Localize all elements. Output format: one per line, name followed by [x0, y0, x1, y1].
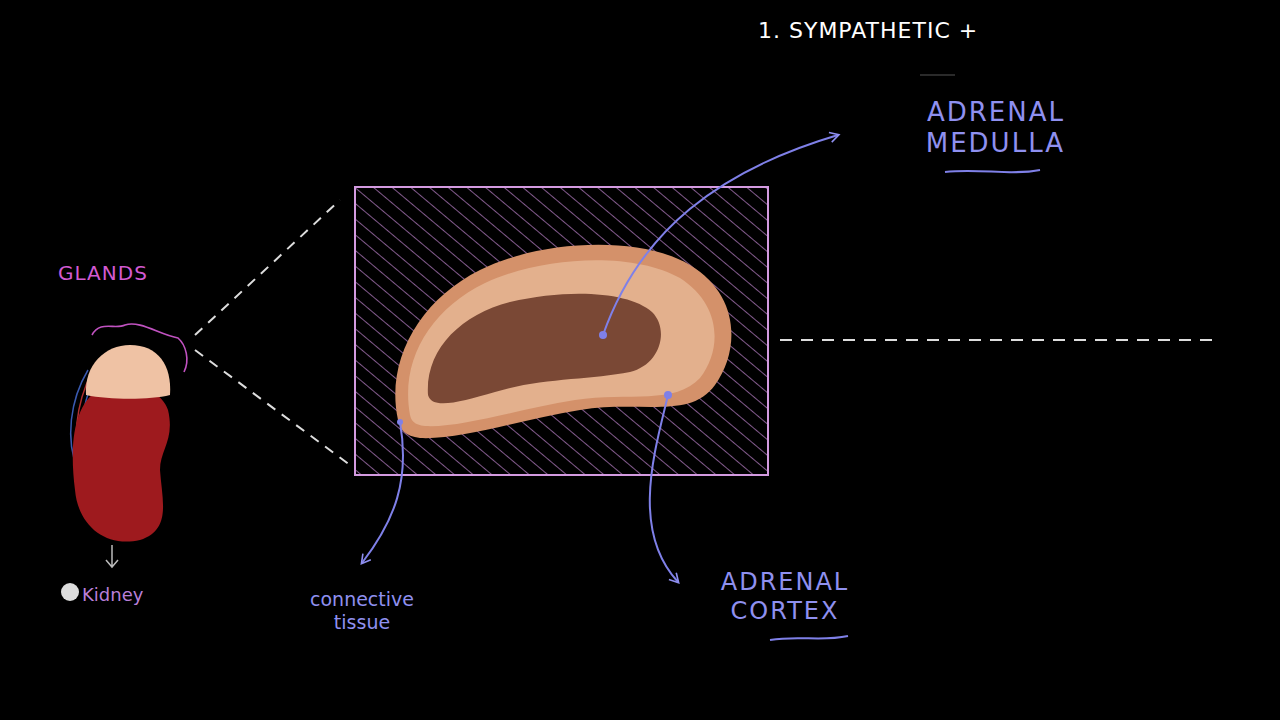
zoom-line: [195, 350, 350, 465]
connective-tissue-box: [355, 187, 768, 475]
label-text: connective tissue: [292, 588, 432, 634]
kidney-arrow: [106, 545, 118, 567]
divider-line: [780, 339, 1215, 341]
label-text: ADRENAL CORTEX: [700, 568, 870, 626]
adrenal-gland: [86, 345, 170, 399]
adrenal-outer: [395, 245, 731, 438]
leader-line: [650, 395, 678, 582]
label-text: GLANDS: [58, 261, 188, 285]
underline: [920, 75, 955, 76]
adrenal-cortex: [408, 260, 715, 426]
label-text: 1. SYMPATHETIC +: [758, 18, 1018, 44]
underline: [945, 170, 1040, 172]
zoom-line: [195, 200, 340, 335]
gland-bracket: [92, 324, 187, 372]
adrenal-medulla: [428, 294, 661, 404]
label-text: ADRENAL MEDULLA: [860, 97, 1065, 159]
leader-line: [603, 135, 838, 335]
kidney: [73, 386, 170, 542]
icon: [61, 583, 79, 601]
underline: [770, 636, 848, 640]
leader-line: [362, 422, 403, 563]
label-text: Kidney: [82, 584, 172, 606]
